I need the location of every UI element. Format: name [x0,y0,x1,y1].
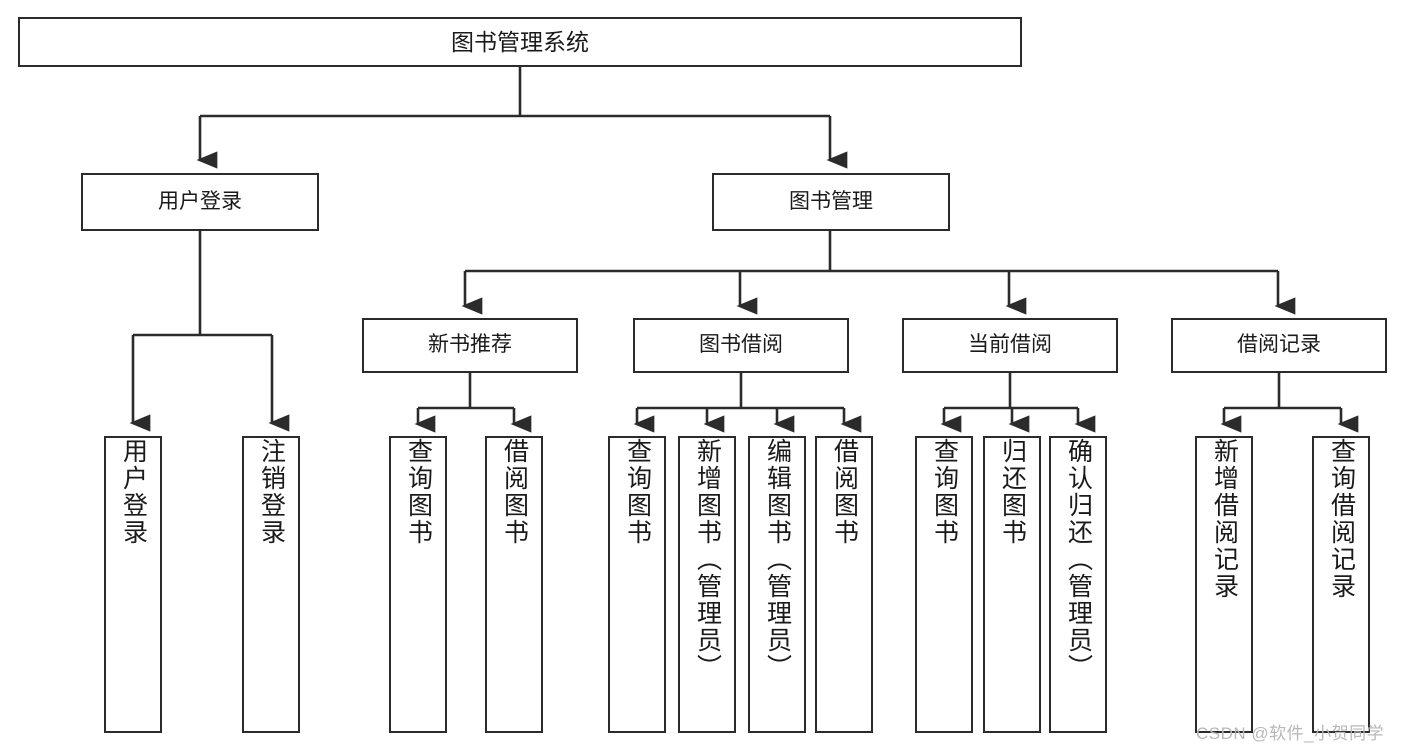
node-leaf-logout-label: 注销登录 [257,438,286,546]
node-leaf-borrow-book-1[interactable]: 借阅图书 [485,436,543,733]
node-user-login[interactable]: 用户登录 [81,173,319,231]
node-root-label: 图书管理系统 [451,28,589,55]
node-book-manage[interactable]: 图书管理 [712,173,950,231]
node-leaf-borrow-book-2-label: 借阅图书 [830,438,859,546]
node-leaf-borrow-book-2[interactable]: 借阅图书 [815,436,873,733]
node-leaf-return-book-label: 归还图书 [998,438,1027,546]
node-leaf-return-book[interactable]: 归还图书 [983,436,1041,733]
node-leaf-edit-book-label: 编辑图书（管理员） [763,438,792,681]
node-leaf-query-book-2-label: 查询图书 [623,438,652,546]
node-leaf-query-book-3-label: 查询图书 [930,438,959,546]
node-leaf-query-record-label: 查询借阅记录 [1327,438,1356,600]
node-leaf-confirm-return[interactable]: 确认归还（管理员） [1049,436,1107,733]
node-book-borrow-label: 图书借阅 [699,333,783,357]
node-leaf-add-book-label: 新增图书（管理员） [693,438,722,681]
node-leaf-user-login[interactable]: 用户登录 [104,436,162,733]
node-leaf-query-book-3[interactable]: 查询图书 [915,436,973,733]
node-leaf-add-book[interactable]: 新增图书（管理员） [678,436,736,733]
node-new-book-rec-label: 新书推荐 [428,333,512,357]
node-current-borrow[interactable]: 当前借阅 [902,318,1118,373]
node-leaf-query-book-1[interactable]: 查询图书 [389,436,447,733]
node-leaf-edit-book[interactable]: 编辑图书（管理员） [748,436,806,733]
node-leaf-query-book-2[interactable]: 查询图书 [608,436,666,733]
node-leaf-confirm-return-label: 确认归还（管理员） [1064,438,1093,681]
node-leaf-query-book-1-label: 查询图书 [404,438,433,546]
node-borrow-record[interactable]: 借阅记录 [1171,318,1387,373]
node-leaf-query-record[interactable]: 查询借阅记录 [1312,436,1370,733]
node-root[interactable]: 图书管理系统 [18,17,1022,67]
watermark: CSDN @软件_小贺同学 [1196,724,1385,743]
node-book-manage-label: 图书管理 [789,189,873,213]
node-user-login-label: 用户登录 [158,189,242,213]
node-borrow-record-label: 借阅记录 [1237,333,1321,357]
node-leaf-logout[interactable]: 注销登录 [242,436,300,733]
node-leaf-borrow-book-1-label: 借阅图书 [500,438,529,546]
node-leaf-add-record[interactable]: 新增借阅记录 [1195,436,1253,733]
node-book-borrow[interactable]: 图书借阅 [633,318,849,373]
node-leaf-user-login-label: 用户登录 [119,438,148,546]
node-current-borrow-label: 当前借阅 [968,333,1052,357]
node-leaf-add-record-label: 新增借阅记录 [1210,438,1239,600]
node-new-book-rec[interactable]: 新书推荐 [362,318,578,373]
